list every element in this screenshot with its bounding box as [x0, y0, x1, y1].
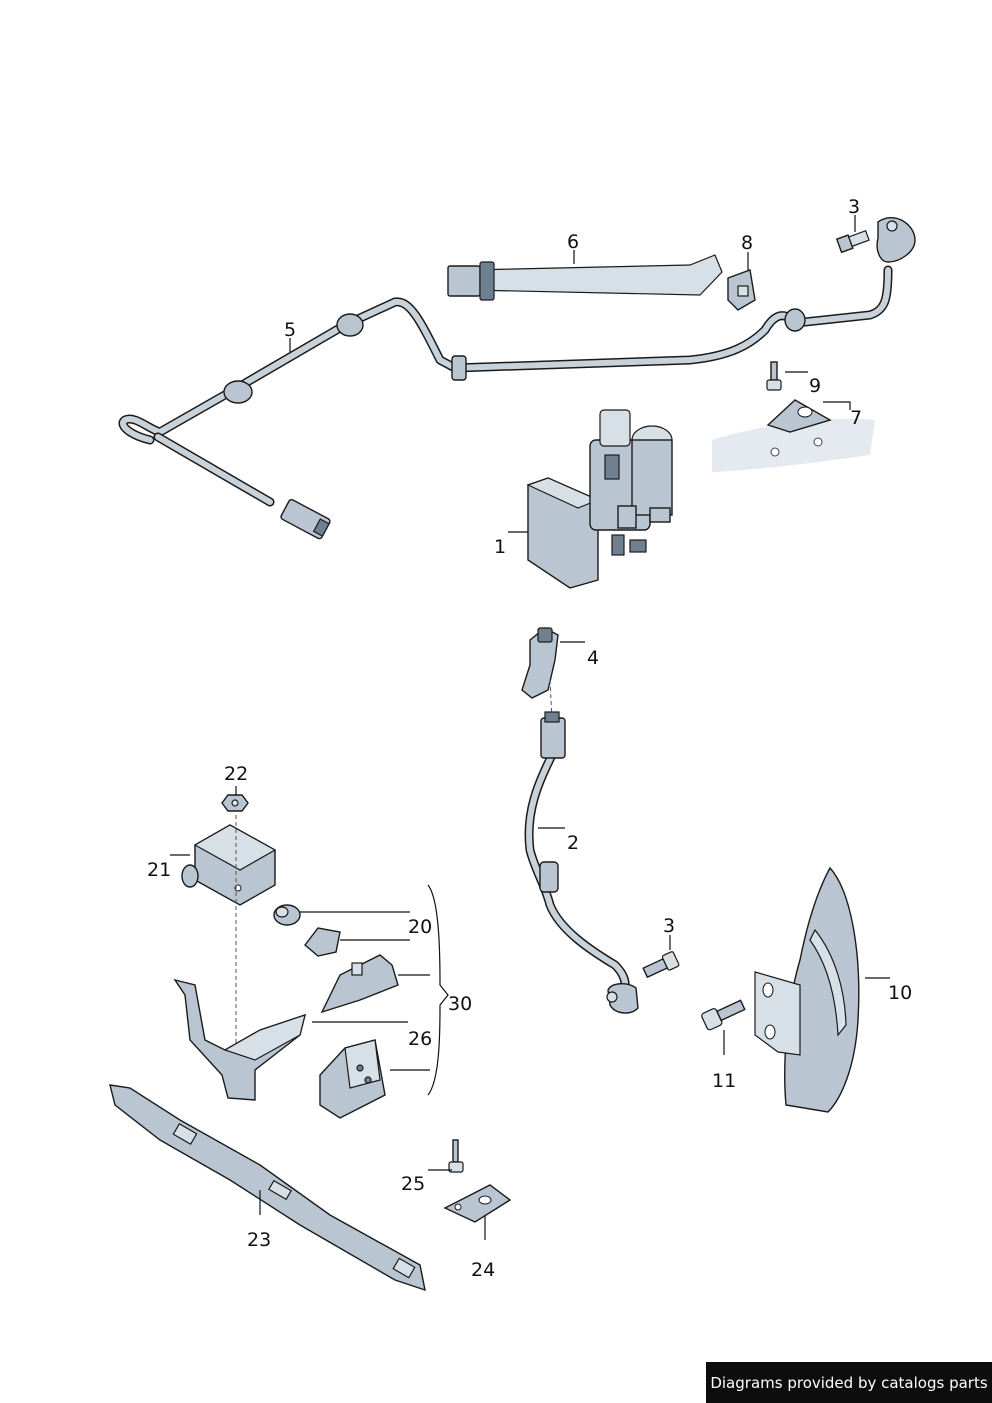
rivet-25[interactable] [448, 1139, 464, 1173]
callout-23: 23 [247, 1229, 271, 1251]
callout-21: 21 [147, 859, 171, 881]
bolt-3-top[interactable] [835, 229, 870, 254]
callout-4: 4 [587, 647, 599, 669]
mounting-area-7 [712, 418, 875, 472]
footer-text: Diagrams provided by catalogs parts [710, 1373, 988, 1392]
shield-10[interactable] [754, 866, 860, 1113]
callout-25: 25 [401, 1173, 425, 1195]
callout-6: 6 [567, 231, 579, 253]
bolt-11[interactable] [701, 997, 747, 1031]
callout-1: 1 [494, 536, 506, 558]
attribution-footer: Diagrams provided by catalogs parts [706, 1362, 992, 1403]
callout-24: 24 [471, 1259, 495, 1281]
callout-20: 20 [408, 916, 432, 938]
callout-5: 5 [284, 319, 296, 341]
callout-22: 22 [224, 763, 248, 785]
callout-2: 2 [567, 832, 579, 854]
clip-8[interactable] [727, 269, 756, 311]
callout-9: 9 [809, 375, 821, 397]
sensor-cable-2[interactable] [524, 711, 639, 1014]
callouts: 1 2 3 3 4 5 6 7 8 9 10 11 20 21 22 23 24… [147, 196, 912, 1281]
grommet-20[interactable] [273, 904, 301, 926]
callout-30: 30 [448, 993, 472, 1015]
callout-10: 10 [888, 982, 912, 1004]
callout-3-lower: 3 [663, 915, 675, 937]
callout-26: 26 [408, 1028, 432, 1050]
sensor-housing-21[interactable] [181, 824, 277, 906]
bolt-3-lower[interactable] [642, 951, 680, 980]
callout-3-top: 3 [848, 196, 860, 218]
bracket-23[interactable] [109, 1084, 426, 1292]
holder-4[interactable] [521, 627, 559, 699]
bracket-30-lower[interactable] [319, 1039, 386, 1119]
callout-7: 7 [850, 407, 862, 429]
bracket-26[interactable] [173, 978, 306, 1101]
nut-22[interactable] [221, 794, 249, 812]
rivet-9[interactable] [766, 361, 782, 391]
bracket-24[interactable] [443, 1184, 512, 1223]
callout-11: 11 [712, 1070, 736, 1092]
clip-20[interactable] [304, 927, 341, 957]
callout-8: 8 [741, 232, 753, 254]
harness-section-6[interactable] [447, 254, 723, 301]
leader-lines [170, 215, 890, 1240]
wiring-harness-5[interactable] [118, 216, 916, 540]
compressor-unit-1[interactable] [526, 409, 673, 589]
bracket-7[interactable] [766, 399, 832, 433]
bracket-30-upper[interactable] [320, 954, 399, 1014]
